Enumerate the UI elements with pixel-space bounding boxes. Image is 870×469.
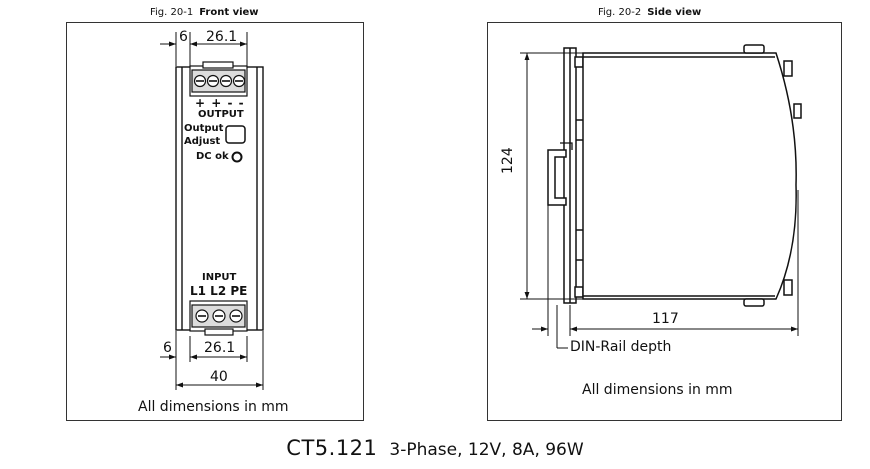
input-terminals-label: L1 L2 PE (190, 284, 248, 298)
product-model: CT5.121 (286, 436, 378, 460)
front-top-dimensions (160, 32, 248, 66)
side-height-dim: 124 (500, 147, 516, 174)
front-fig-number: Fig. 20-1 (150, 7, 194, 18)
input-label: INPUT (202, 272, 237, 283)
side-device-outline (563, 44, 802, 307)
side-depth-dimension (532, 190, 799, 349)
output-terminal-block (189, 61, 248, 97)
output-adjust-label-line2: Adjust (184, 136, 221, 147)
din-rail-depth-label: DIN-Rail depth (570, 339, 672, 355)
front-view-caption: Fig. 20-1 Front view (150, 7, 259, 18)
side-depth-dim: 117 (652, 311, 679, 327)
front-top-width-dim: 26.1 (206, 29, 238, 45)
product-spec: 3-Phase, 12V, 8A, 96W (389, 440, 584, 460)
output-adjust-knob-icon (225, 125, 246, 144)
product-caption: CT5.121 3-Phase, 12V, 8A, 96W (0, 436, 870, 460)
output-polarity-label: + + - - (195, 96, 245, 110)
output-label: OUTPUT (198, 109, 244, 120)
side-footnote: All dimensions in mm (582, 382, 733, 398)
side-height-dimension (520, 52, 583, 300)
front-bottom-width-dim: 26.1 (204, 340, 236, 356)
input-terminal-block (189, 300, 248, 336)
din-rail-profile (547, 149, 567, 206)
side-fig-number: Fig. 20-2 (598, 7, 642, 18)
dc-ok-led-icon (231, 151, 243, 163)
output-adjust-label-line1: Output (184, 123, 224, 134)
front-total-width-dim: 40 (210, 369, 228, 385)
front-fig-title: Front view (199, 7, 259, 18)
front-bottom-small-dim: 6 (163, 340, 172, 356)
front-top-small-dim: 6 (179, 29, 188, 45)
side-view-caption: Fig. 20-2 Side view (598, 7, 701, 18)
front-footnote: All dimensions in mm (138, 399, 289, 415)
side-fig-title: Side view (647, 7, 702, 18)
din-clip-icon (560, 142, 573, 150)
dc-ok-label: DC ok (196, 151, 229, 162)
front-bottom-dimensions (160, 331, 264, 390)
